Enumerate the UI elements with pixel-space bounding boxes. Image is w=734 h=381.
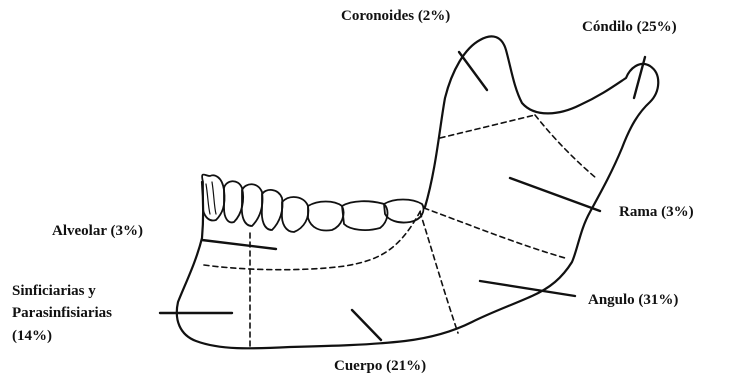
label-sinfisiarias-line3: (14%) (12, 327, 52, 346)
leader-coronoides (459, 52, 487, 90)
leader-alveolar (202, 240, 276, 249)
zone-dashed-lines (204, 115, 596, 346)
leader-rama (510, 178, 600, 211)
leader-angulo (480, 281, 575, 296)
label-cuerpo: Cuerpo (21%) (334, 357, 426, 376)
mandible-outline (177, 36, 658, 348)
label-condilo: Cóndilo (25%) (582, 18, 677, 37)
label-sinfisiarias-line1: Sinficiarias y (12, 282, 96, 301)
teeth (202, 175, 423, 233)
leader-lines (160, 52, 645, 340)
label-alveolar: Alveolar (3%) (52, 222, 143, 241)
label-coronoides: Coronoides (2%) (341, 7, 450, 26)
leader-cuerpo (352, 310, 381, 340)
label-rama: Rama (3%) (619, 203, 694, 222)
label-angulo: Angulo (31%) (588, 291, 678, 310)
label-sinfisiarias-line2: Parasinfisiarias (12, 304, 112, 323)
leader-condilo (634, 57, 645, 98)
